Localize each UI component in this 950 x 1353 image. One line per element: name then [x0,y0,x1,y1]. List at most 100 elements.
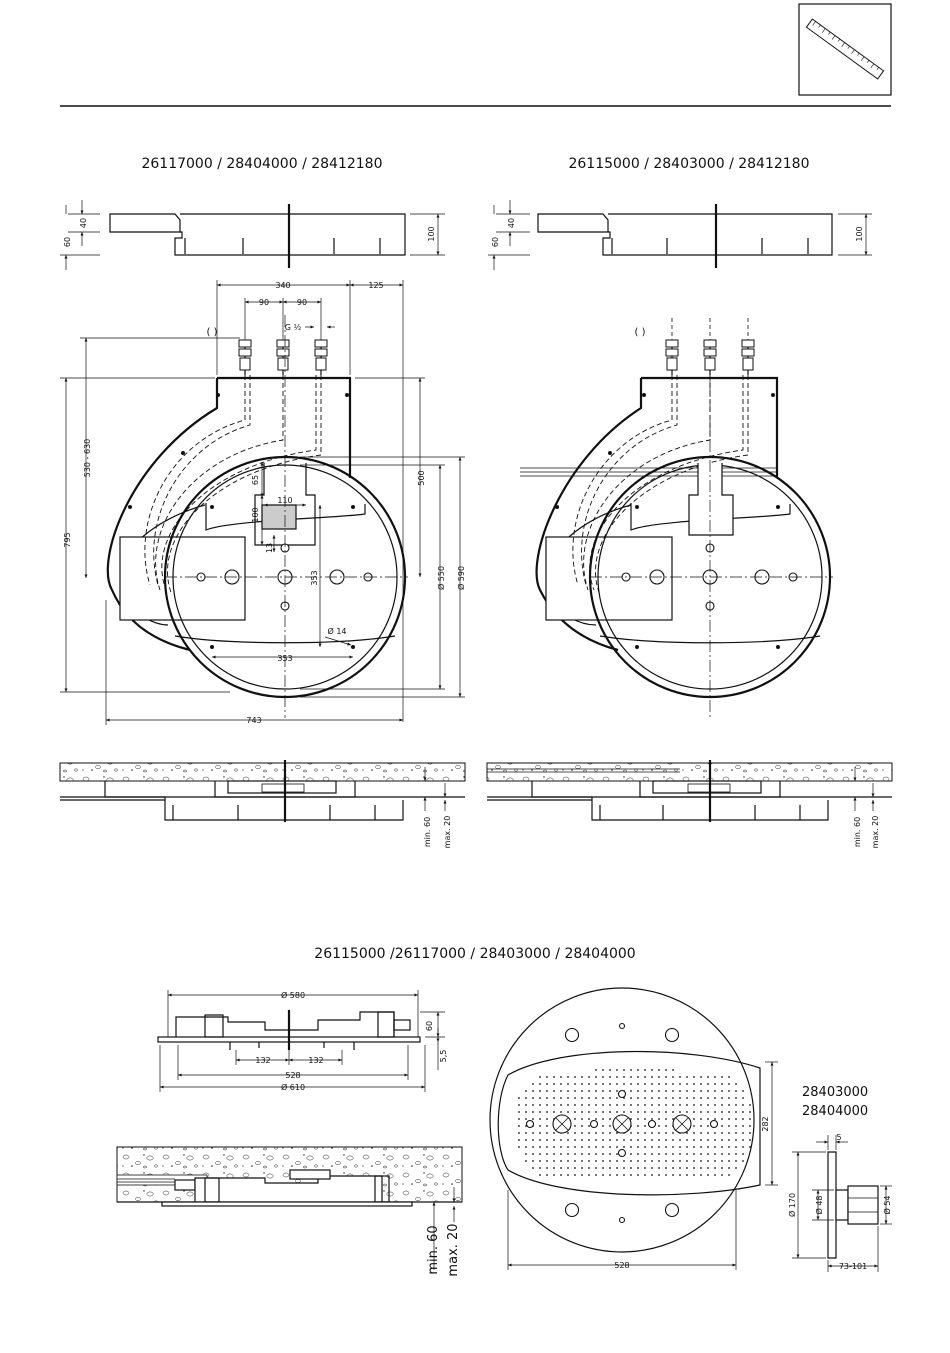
nozzle-dot [525,1132,527,1134]
dim-90-a: 90 [259,298,269,307]
nozzle-dot [574,1118,576,1120]
nozzle-dot [623,1160,625,1162]
nozzle-dot [693,1090,695,1092]
nozzle-dot [553,1174,555,1176]
nozzle-dot [560,1097,562,1099]
dim-110: 110 [277,496,292,505]
nozzle-dot [707,1153,709,1155]
nozzle-dot [686,1132,688,1134]
nozzle-dot [567,1160,569,1162]
nozzle-dot [686,1083,688,1085]
nozzle-dot [714,1132,716,1134]
nozzle-dot [623,1076,625,1078]
nozzle-dot [546,1111,548,1113]
nozzle-dot [665,1083,667,1085]
dim-132-b: 132 [308,1056,323,1065]
nozzle-dot [637,1111,639,1113]
min-60-left: min. 60 [423,817,432,847]
nozzle-dot [630,1111,632,1113]
nozzle-dot [637,1146,639,1148]
nozzle-dot [588,1125,590,1127]
nozzle-dot [546,1174,548,1176]
nozzle-dot [637,1083,639,1085]
nozzle-dot [546,1160,548,1162]
nozzle-dot [574,1076,576,1078]
nozzle-dot [616,1146,618,1148]
nozzle-dot [651,1160,653,1162]
nozzle-dot [602,1069,604,1071]
nozzle-dot [644,1139,646,1141]
nozzle-dot [735,1167,737,1169]
nozzle-dot [630,1090,632,1092]
dim-132-a: 132 [255,1056,270,1065]
nozzle-dot [672,1174,674,1176]
nozzle-dot [637,1069,639,1071]
nozzle-dot [693,1104,695,1106]
nozzle-dot [644,1097,646,1099]
side-model-2: 28404000 [802,1104,868,1119]
nozzle-dot [700,1083,702,1085]
dim-282: 282 [761,1116,770,1131]
nozzle-dot [686,1090,688,1092]
dim-353-vertical: 353 [310,570,319,585]
nozzle-dot [721,1090,723,1092]
dim-340: 340 [275,281,290,290]
nozzle-dot [616,1097,618,1099]
nozzle-dot [700,1160,702,1162]
left-plan-view [60,280,465,725]
nozzle-dot [658,1146,660,1148]
nozzle-dot [609,1160,611,1162]
nozzle-dot [728,1111,730,1113]
dim-dia-170: Ø 170 [787,1193,797,1217]
nozzle-dot [623,1069,625,1071]
nozzle-dot [728,1083,730,1085]
nozzle-dot [735,1097,737,1099]
nozzle-dot [714,1167,716,1169]
nozzle-dot [616,1111,618,1113]
nozzle-dot [651,1090,653,1092]
dim-65: 65 [251,475,260,485]
nozzle-dot [658,1069,660,1071]
nozzle-dot [532,1146,534,1148]
nozzle-dot [581,1104,583,1106]
nozzle-dot [546,1083,548,1085]
nozzle-dot [525,1111,527,1113]
nozzle-dot [714,1146,716,1148]
nozzle-dot [630,1118,632,1120]
nozzle-dot [588,1111,590,1113]
nozzle-dot [693,1174,695,1176]
nozzle-dot [665,1090,667,1092]
nozzle-dot [658,1118,660,1120]
nozzle-dot [735,1090,737,1092]
nozzle-dot [518,1118,520,1120]
nozzle-dot [700,1104,702,1106]
nozzle-dot [588,1097,590,1099]
nozzle-dot [644,1090,646,1092]
nozzle-dot [742,1139,744,1141]
nozzle-dot [672,1104,674,1106]
nozzle-dot [525,1097,527,1099]
nozzle-dot [581,1139,583,1141]
nozzle-dot [728,1097,730,1099]
nozzle-dot [749,1139,751,1141]
nozzle-dot [658,1153,660,1155]
nozzle-dot [672,1069,674,1071]
nozzle-dot [658,1174,660,1176]
nozzle-dot [553,1076,555,1078]
nozzle-dot [616,1069,618,1071]
nozzle-dot [574,1174,576,1176]
nozzle-dot [539,1146,541,1148]
nozzle-dot [742,1090,744,1092]
dim-743: 743 [246,716,261,725]
nozzle-dot [623,1104,625,1106]
nozzle-dot [532,1139,534,1141]
nozzle-dot [679,1111,681,1113]
nozzle-dot [735,1132,737,1134]
nozzle-dot [623,1167,625,1169]
dim-100-stem: 100 [251,507,260,522]
dim-40-left: 40 [79,218,88,228]
nozzle-dot [658,1125,660,1127]
nozzle-dot [616,1167,618,1169]
nozzle-dot [728,1076,730,1078]
nozzle-dot [623,1083,625,1085]
